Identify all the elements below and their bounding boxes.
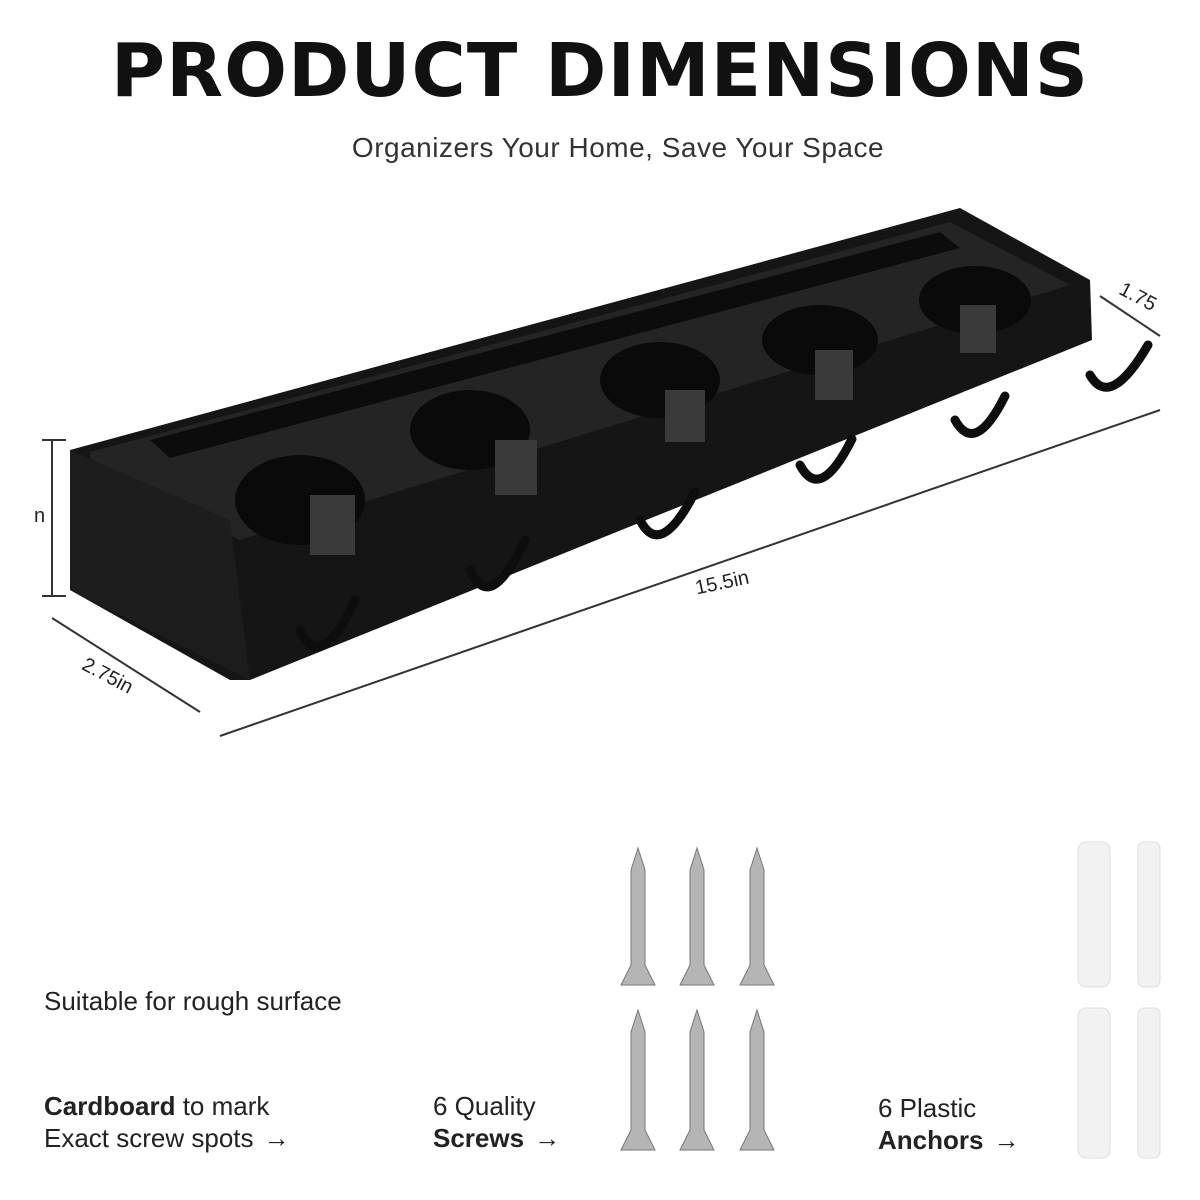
screws-note: 6 Quality Screws → bbox=[433, 1090, 560, 1154]
page-subtitle: Organizers Your Home, Save Your Space bbox=[351, 132, 885, 163]
screws-line1: 6 Quality bbox=[433, 1091, 536, 1121]
anchors-arrow-icon: → bbox=[993, 1125, 1020, 1155]
dimension-lines bbox=[42, 295, 1161, 737]
screws-arrow-icon: → bbox=[534, 1123, 561, 1153]
hooks bbox=[295, 340, 1153, 652]
screws-graphic bbox=[620, 846, 775, 1151]
cardboard-bold: Cardboard bbox=[44, 1091, 176, 1121]
screws-bold: Screws bbox=[433, 1123, 525, 1153]
anchors-graphic bbox=[1077, 841, 1161, 1159]
cardboard-note: Cardboard to mark Exact screw spots → bbox=[44, 1090, 290, 1154]
page-title: PRODUCT DIMENSIONS bbox=[110, 28, 1090, 114]
cardboard-line2: Exact screw spots bbox=[44, 1123, 254, 1153]
rubber-grips bbox=[310, 305, 996, 555]
anchors-line1: 6 Plastic bbox=[878, 1093, 977, 1123]
anchors-bold: Anchors bbox=[878, 1125, 984, 1155]
left-label-partial: n bbox=[34, 505, 46, 527]
cardboard-rest: to mark bbox=[175, 1091, 270, 1121]
cardboard-arrow-icon: → bbox=[263, 1123, 290, 1153]
rough-surface-note: Suitable for rough surface bbox=[44, 986, 342, 1016]
anchors-note: 6 Plastic Anchors → bbox=[878, 1092, 1019, 1156]
